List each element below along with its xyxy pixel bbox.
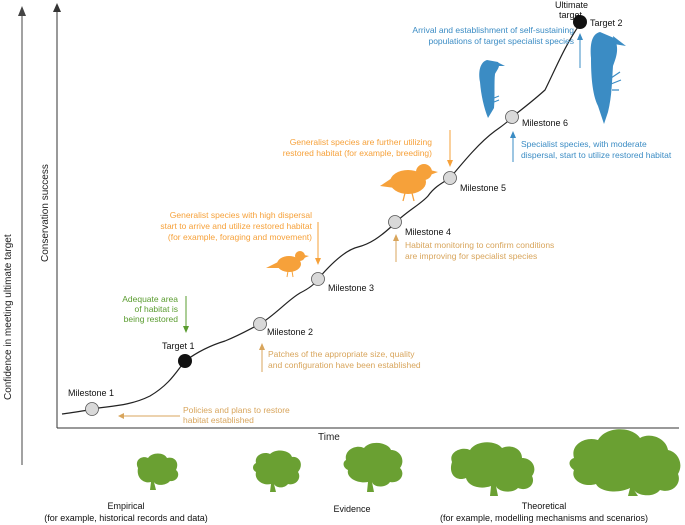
arrival-text-2: populations of target specialist species bbox=[428, 36, 574, 46]
specialist-text-1: Specialist species, with moderate bbox=[521, 139, 647, 149]
tree-icon bbox=[569, 429, 681, 496]
adequate-text-1: Adequate area bbox=[122, 294, 178, 304]
gen-further-text-2: restored habitat (for example, breeding) bbox=[283, 148, 432, 158]
policies-text-2: habitat established bbox=[183, 415, 254, 425]
patches-text-1: Patches of the appropriate size, quality bbox=[268, 349, 415, 359]
adequate-text-2: of habitat is bbox=[135, 304, 178, 314]
gen-high-text-2: start to arrive and utilize restored hab… bbox=[160, 221, 312, 231]
ultimate-target-label-1: Ultimate bbox=[555, 0, 588, 10]
milestone-4-marker bbox=[388, 215, 402, 229]
evidence-theoretical: Theoretical bbox=[522, 501, 567, 511]
annotation-patches: Patches of the appropriate size, quality… bbox=[259, 343, 421, 372]
evidence-empirical-sub: (for example, historical records and dat… bbox=[44, 513, 208, 523]
milestones bbox=[85, 15, 587, 416]
annotation-generalist-high: Generalist species with high dispersal s… bbox=[160, 210, 321, 265]
evidence-labels: Empirical (for example, historical recor… bbox=[44, 501, 648, 523]
tree-icon bbox=[450, 442, 535, 496]
tree-icon bbox=[343, 442, 403, 492]
target-1-label: Target 1 bbox=[162, 341, 195, 351]
gen-high-text-3: (for example, foraging and movement) bbox=[168, 232, 312, 242]
monitoring-text-1: Habitat monitoring to confirm conditions bbox=[405, 240, 554, 250]
specialist-text-2: dispersal, start to utilize restored hab… bbox=[521, 150, 672, 160]
monitoring-text-2: are improving for specialist species bbox=[405, 251, 537, 261]
annotation-generalist-further: Generalist species are further utilizing… bbox=[283, 130, 453, 167]
target-2-marker bbox=[573, 15, 587, 29]
outer-y-label: Confidence in meeting ultimate target bbox=[3, 234, 14, 400]
target-1-marker bbox=[178, 354, 192, 368]
milestone-1-label: Milestone 1 bbox=[68, 388, 114, 398]
point-labels: Milestone 1 Target 1 Milestone 2 Milesto… bbox=[68, 0, 623, 398]
adequate-text-3: being restored bbox=[124, 314, 179, 324]
patches-text-2: and configuration have been established bbox=[268, 360, 421, 370]
policies-text-1: Policies and plans to restore bbox=[183, 405, 290, 415]
milestone-3-label: Milestone 3 bbox=[328, 283, 374, 293]
tree-icon bbox=[136, 453, 179, 490]
annotation-specialist: Specialist species, with moderate disper… bbox=[510, 131, 672, 162]
gen-high-text-1: Generalist species with high dispersal bbox=[170, 210, 312, 220]
bird-icon bbox=[266, 251, 309, 278]
outer-confidence-axis: Confidence in meeting ultimate target bbox=[3, 6, 26, 465]
evidence-mid: Evidence bbox=[333, 504, 370, 514]
bird-icon bbox=[380, 164, 438, 202]
woodpecker-icon bbox=[590, 32, 626, 124]
milestone-3-marker bbox=[311, 272, 325, 286]
main-axes: Conservation success Time bbox=[40, 3, 679, 443]
target-2-label: Target 2 bbox=[590, 18, 623, 28]
annotation-policies: Policies and plans to restore habitat es… bbox=[118, 405, 290, 425]
tree-icon bbox=[253, 450, 301, 492]
gen-further-text-1: Generalist species are further utilizing bbox=[290, 137, 432, 147]
milestone-5-marker bbox=[443, 171, 457, 185]
milestone-6-marker bbox=[505, 110, 519, 124]
milestone-6-label: Milestone 6 bbox=[522, 118, 568, 128]
annotation-monitoring: Habitat monitoring to confirm conditions… bbox=[393, 234, 554, 262]
milestone-2-label: Milestone 2 bbox=[267, 327, 313, 337]
annotation-adequate-area: Adequate area of habitat is being restor… bbox=[122, 294, 189, 333]
annotation-arrival: Arrival and establishment of self-sustai… bbox=[412, 25, 583, 68]
ultimate-target-label-2: target bbox=[559, 10, 583, 20]
milestone-5-label: Milestone 5 bbox=[460, 183, 506, 193]
milestone-4-label: Milestone 4 bbox=[405, 227, 451, 237]
evidence-theoretical-sub: (for example, modelling mechanisms and s… bbox=[440, 513, 648, 523]
milestone-2-marker bbox=[253, 317, 267, 331]
y-axis-label: Conservation success bbox=[40, 164, 51, 262]
milestone-1-marker bbox=[85, 402, 99, 416]
arrival-text-1: Arrival and establishment of self-sustai… bbox=[412, 25, 574, 35]
evidence-empirical: Empirical bbox=[107, 501, 144, 511]
x-axis-label: Time bbox=[318, 432, 340, 443]
woodpecker-icon bbox=[479, 60, 505, 118]
